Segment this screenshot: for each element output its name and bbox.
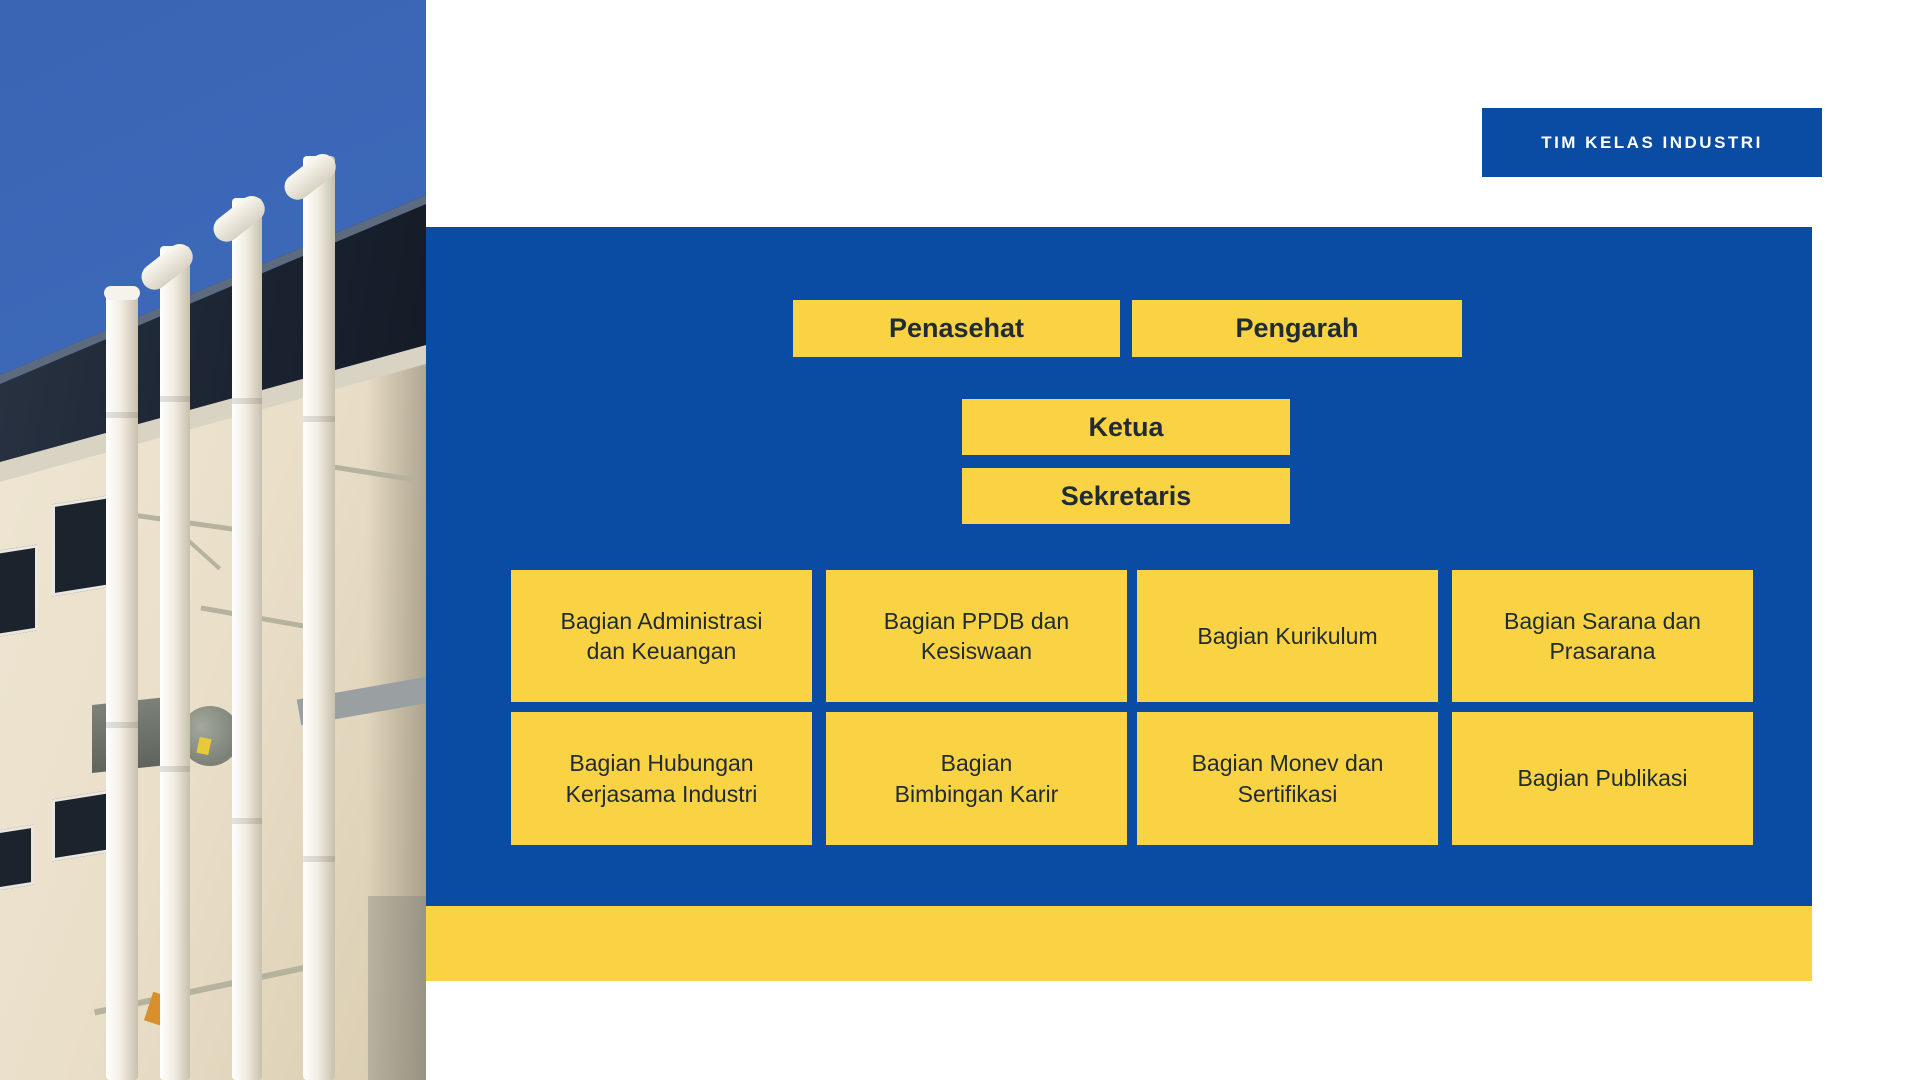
building-photo [0,0,426,1080]
pipe-ring [106,722,138,728]
photo-pipe [136,238,199,1080]
pipe-ring [160,766,190,772]
bottom-accent-strip [426,906,1812,981]
org-box-kurikulum: Bagian Kurikulum [1137,570,1438,702]
photo-pipe [208,190,271,1080]
org-box-pengarah: Pengarah [1132,300,1462,357]
org-box-ketua: Ketua [962,399,1290,455]
pipe-ring [303,416,335,422]
pipe-ring [106,412,138,418]
photo-duct-fan [180,706,240,766]
pipe-cap [104,286,140,300]
pipe-ring [160,396,190,402]
org-chart-panel: Penasehat Pengarah Ketua Sekretaris Bagi… [426,227,1812,906]
photo-window [0,544,38,638]
org-box-bimbingan-karir: Bagian Bimbingan Karir [826,712,1127,845]
org-box-administrasi-keuangan: Bagian Administrasi dan Keuangan [511,570,812,702]
title-badge-label: TIM KELAS INDUSTRI [1541,132,1763,152]
org-box-sarana-prasarana: Bagian Sarana dan Prasarana [1452,570,1753,702]
org-box-hubungan-kerjasama-industri: Bagian Hubungan Kerjasama Industri [511,712,812,845]
pipe-ring [232,398,262,404]
photo-pipe [279,148,342,1080]
title-badge: TIM KELAS INDUSTRI [1482,108,1822,177]
org-box-sekretaris: Sekretaris [962,468,1290,524]
org-box-publikasi: Bagian Publikasi [1452,712,1753,845]
pipe-ring [303,856,335,862]
pipe-ring [232,818,262,824]
photo-window [0,824,34,892]
org-box-monev-sertifikasi: Bagian Monev dan Sertifikasi [1137,712,1438,845]
photo-pipe [104,286,140,1080]
org-box-penasehat: Penasehat [793,300,1120,357]
photo-ledge [368,896,426,1080]
org-box-ppdb-kesiswaan: Bagian PPDB dan Kesiswaan [826,570,1127,702]
